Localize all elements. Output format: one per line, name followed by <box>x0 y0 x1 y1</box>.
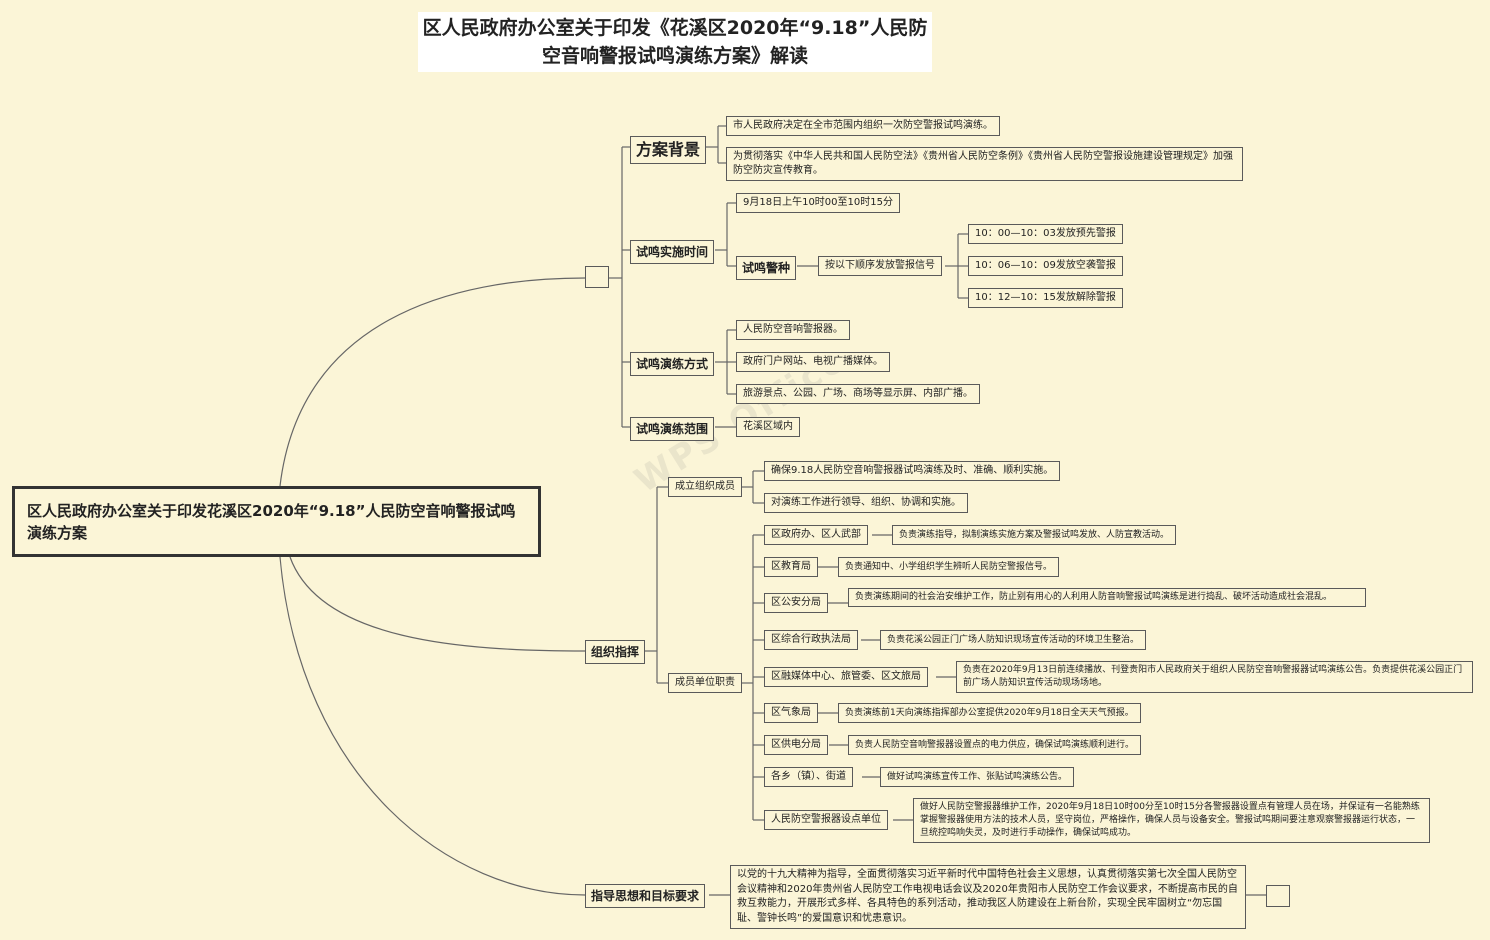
leaf-signal-3[interactable]: 10：12—10：15发放解除警报 <box>968 288 1123 308</box>
leaf-method-3[interactable]: 旅游景点、公园、广场、商场等显示屏、内部广播。 <box>736 384 980 404</box>
duty-media-tourism[interactable]: 负责在2020年9月13日前连续播放、刊登贵阳市人民政府关于组织人民防空音响警报… <box>956 661 1473 693</box>
node-test-time[interactable]: 试鸣实施时间 <box>630 240 715 264</box>
node-members[interactable]: 成立组织成员 <box>668 477 742 497</box>
node-alarm-type[interactable]: 试鸣警种 <box>736 256 797 280</box>
node-signal-order[interactable]: 按以下顺序发放警报信号 <box>818 256 942 276</box>
unit-district-office[interactable]: 区政府办、区人武部 <box>764 525 868 545</box>
unit-power-supply[interactable]: 区供电分局 <box>764 735 828 755</box>
hub-node-top[interactable] <box>585 266 609 288</box>
leaf-method-2[interactable]: 政府门户网站、电视广播媒体。 <box>736 352 890 372</box>
duty-public-security[interactable]: 负责演练期间的社会治安维护工作，防止别有用心的人利用人防音响警报试鸣演练是进行捣… <box>848 588 1366 607</box>
node-organization[interactable]: 组织指挥 <box>585 640 646 664</box>
node-plan-background[interactable]: 方案背景 <box>630 136 707 164</box>
unit-media-tourism[interactable]: 区融媒体中心、旅管委、区文旅局 <box>764 667 928 687</box>
hub-node-bottom[interactable] <box>1266 885 1290 907</box>
duty-power-supply[interactable]: 负责人民防空音响警报器设置点的电力供应，确保试鸣演练顺利进行。 <box>848 735 1142 755</box>
unit-alarm-sites[interactable]: 人民防空警报器设点单位 <box>764 810 888 830</box>
leaf-members-1[interactable]: 确保9.18人民防空音响警报器试鸣演练及时、准确、顺利实施。 <box>764 461 1061 481</box>
duty-education[interactable]: 负责通知中、小学组织学生辨听人民防空警报信号。 <box>838 557 1060 577</box>
unit-education[interactable]: 区教育局 <box>764 557 818 577</box>
node-guiding[interactable]: 指导思想和目标要求 <box>585 884 706 908</box>
node-test-method[interactable]: 试鸣演练方式 <box>630 352 715 376</box>
duty-district-office[interactable]: 负责演练指导，拟制演练实施方案及警报试鸣发放、人防宣教活动。 <box>892 525 1177 545</box>
node-duties[interactable]: 成员单位职责 <box>668 673 742 693</box>
unit-law-enforcement[interactable]: 区综合行政执法局 <box>764 630 858 650</box>
unit-public-security[interactable]: 区公安分局 <box>764 593 828 613</box>
leaf-scope[interactable]: 花溪区域内 <box>736 417 800 437</box>
leaf-guiding-text[interactable]: 以党的十九大精神为指导，全面贯彻落实习近平新时代中国特色社会主义思想，认真贯彻落… <box>730 865 1246 929</box>
unit-towns-streets[interactable]: 各乡（镇）、街道 <box>764 767 853 787</box>
duty-meteorology[interactable]: 负责演练前1天向演练指挥部办公室提供2020年9月18日全天天气预报。 <box>838 703 1141 723</box>
leaf-signal-2[interactable]: 10：06—10：09发放空袭警报 <box>968 256 1123 276</box>
root-node[interactable]: 区人民政府办公室关于印发花溪区2020年“9.18”人民防空音响警报试鸣演练方案 <box>12 486 541 557</box>
leaf-method-1[interactable]: 人民防空音响警报器。 <box>736 320 850 340</box>
node-test-scope[interactable]: 试鸣演练范围 <box>630 417 715 441</box>
duty-towns-streets[interactable]: 做好试鸣演练宣传工作、张贴试鸣演练公告。 <box>880 767 1075 787</box>
unit-meteorology[interactable]: 区气象局 <box>764 703 818 723</box>
duty-law-enforcement[interactable]: 负责花溪公园正门广场人防知识现场宣传活动的环境卫生整治。 <box>880 630 1147 650</box>
leaf-background-1[interactable]: 市人民政府决定在全市范围内组织一次防空警报试鸣演练。 <box>726 116 1000 136</box>
duty-alarm-sites[interactable]: 做好人民防空警报器维护工作，2020年9月18日10时00分至10时15分各警报… <box>913 798 1430 843</box>
leaf-background-2[interactable]: 为贯彻落实《中华人民共和国人民防空法》《贵州省人民防空条例》《贵州省人民防空警报… <box>726 147 1243 181</box>
page-title: 区人民政府办公室关于印发《花溪区2020年“9.18”人民防空音响警报试鸣演练方… <box>418 12 932 72</box>
leaf-members-2[interactable]: 对演练工作进行领导、组织、协调和实施。 <box>764 493 968 513</box>
leaf-test-date[interactable]: 9月18日上午10时00至10时15分 <box>736 193 900 213</box>
leaf-signal-1[interactable]: 10：00—10：03发放预先警报 <box>968 224 1123 244</box>
